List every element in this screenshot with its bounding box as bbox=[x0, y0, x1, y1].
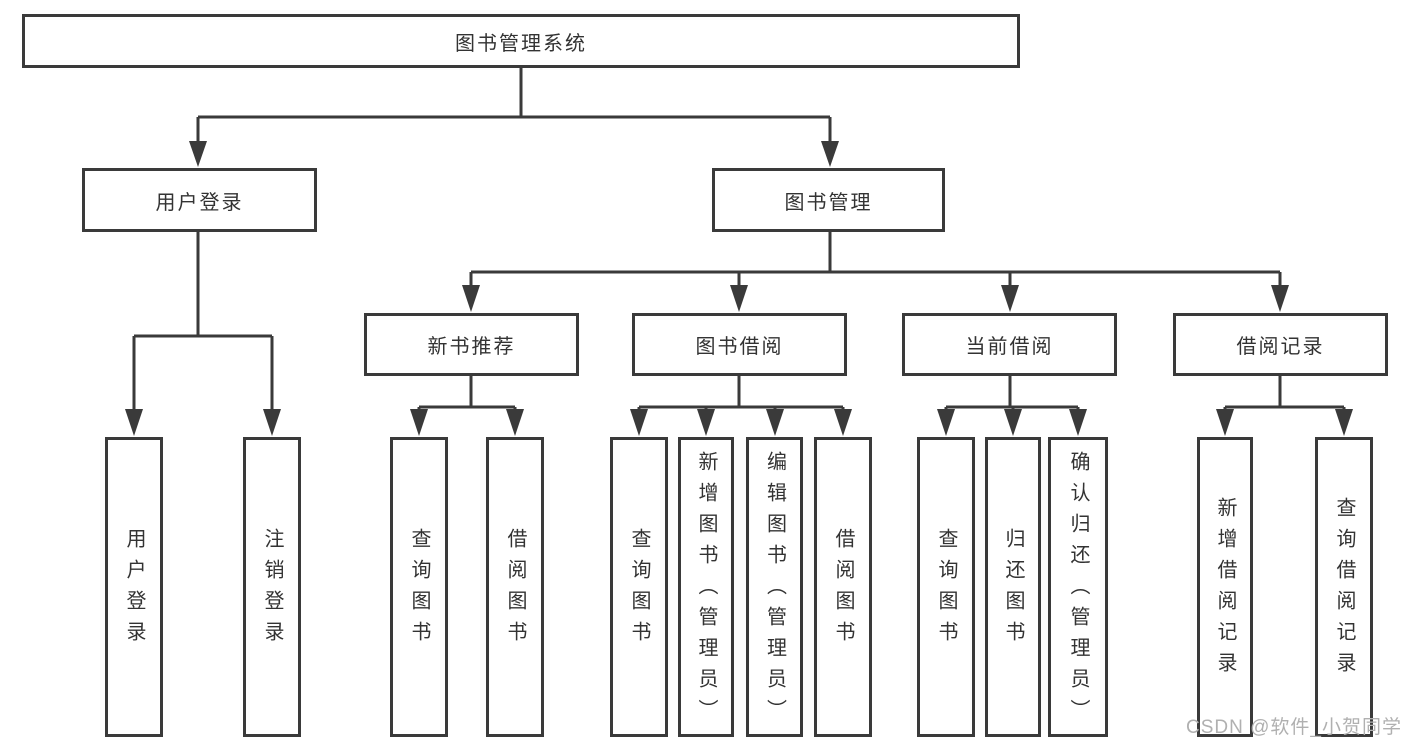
node-current-borrowing: 当前借阅 bbox=[902, 313, 1117, 376]
node-library-management-system: 图书管理系统 bbox=[22, 14, 1020, 68]
leaf-borrow-books-recommend: 借阅图书 bbox=[486, 437, 544, 737]
node-new-book-recommend: 新书推荐 bbox=[364, 313, 579, 376]
leaf-edit-books-admin: 编辑图书（管理员） bbox=[746, 437, 803, 737]
leaf-add-borrow-record: 新增借阅记录 bbox=[1197, 437, 1253, 737]
leaf-borrow-books: 借阅图书 bbox=[814, 437, 872, 737]
csdn-watermark: CSDN @软件_小贺同学 bbox=[1186, 717, 1402, 738]
leaf-query-borrow-record: 查询借阅记录 bbox=[1315, 437, 1373, 737]
leaf-query-books-borrow: 查询图书 bbox=[610, 437, 668, 737]
node-user-login: 用户登录 bbox=[82, 168, 317, 232]
leaf-logout: 注销登录 bbox=[243, 437, 301, 737]
leaf-query-books-recommend: 查询图书 bbox=[390, 437, 448, 737]
node-book-management: 图书管理 bbox=[712, 168, 945, 232]
leaf-return-books: 归还图书 bbox=[985, 437, 1041, 737]
leaf-query-books-current: 查询图书 bbox=[917, 437, 975, 737]
leaf-user-login: 用户登录 bbox=[105, 437, 163, 737]
node-book-borrowing: 图书借阅 bbox=[632, 313, 847, 376]
node-borrowing-records: 借阅记录 bbox=[1173, 313, 1388, 376]
leaf-confirm-return-admin: 确认归还（管理员） bbox=[1048, 437, 1108, 737]
leaf-add-books-admin: 新增图书（管理员） bbox=[678, 437, 734, 737]
